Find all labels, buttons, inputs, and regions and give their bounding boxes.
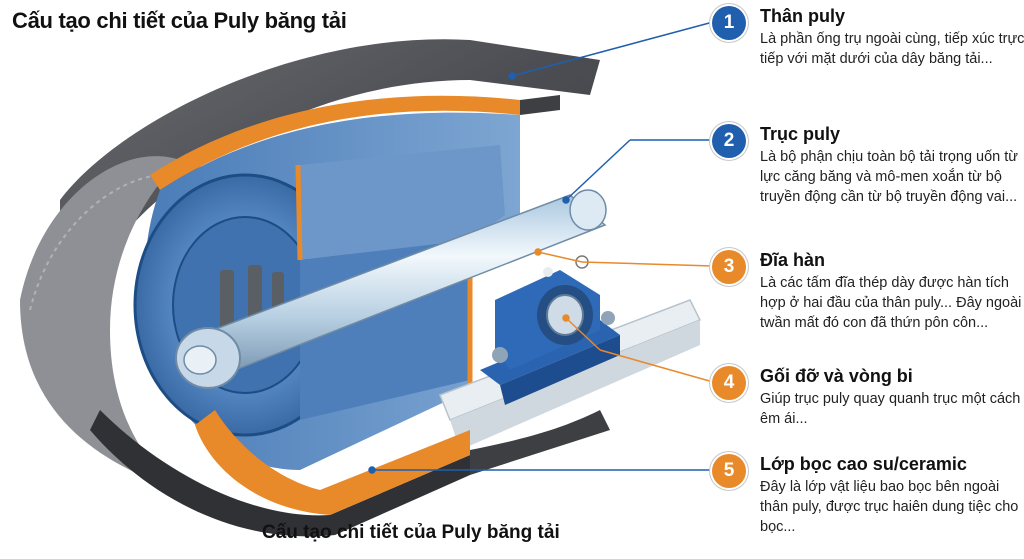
figure-caption: Cấu tạo chi tiết của Puly băng tải bbox=[262, 522, 560, 543]
belt-left-curl bbox=[20, 156, 190, 500]
component-3-description: Là các tấm đĩa thép dày được hàn tích hợ… bbox=[760, 275, 1022, 331]
component-1-description: Là phần ống trụ ngoài cùng, tiếp xúc trự… bbox=[760, 31, 1024, 67]
number-badge-5: 5 bbox=[712, 454, 746, 488]
page-title: Cấu tạo chi tiết của Puly băng tải bbox=[12, 8, 347, 33]
belt-lower-wrap bbox=[90, 410, 470, 537]
bearing-block bbox=[480, 255, 620, 405]
component-3-title: Đĩa hàn bbox=[760, 250, 826, 270]
component-4-description: Giúp trục puly quay quanh trục một cách … bbox=[760, 391, 1021, 427]
component-2-description: Là bộ phận chịu toàn bộ tải trọng uốn từ… bbox=[760, 149, 1019, 205]
number-badge-4: 4 bbox=[712, 366, 746, 400]
component-1-title: Thân puly bbox=[760, 6, 845, 26]
shaft bbox=[175, 189, 607, 389]
component-4-title: Gối đỡ và vòng bi bbox=[760, 366, 913, 386]
number-badge-1: 1 bbox=[712, 6, 746, 40]
component-5-description: Đây là lớp vật liệu bao bọc bên ngoài th… bbox=[760, 479, 1019, 535]
component-5-title: Lớp bọc cao su/ceramic bbox=[760, 454, 967, 474]
leader-line-1 bbox=[511, 21, 714, 77]
number-badge-2: 2 bbox=[712, 124, 746, 158]
component-2-title: Trục puly bbox=[760, 124, 841, 144]
belt-outer-shell bbox=[60, 39, 600, 330]
number-badge-3: 3 bbox=[712, 250, 746, 284]
leader-line-4 bbox=[599, 349, 714, 383]
leader-line-3a bbox=[581, 261, 714, 267]
orange-lining-top bbox=[150, 95, 520, 190]
